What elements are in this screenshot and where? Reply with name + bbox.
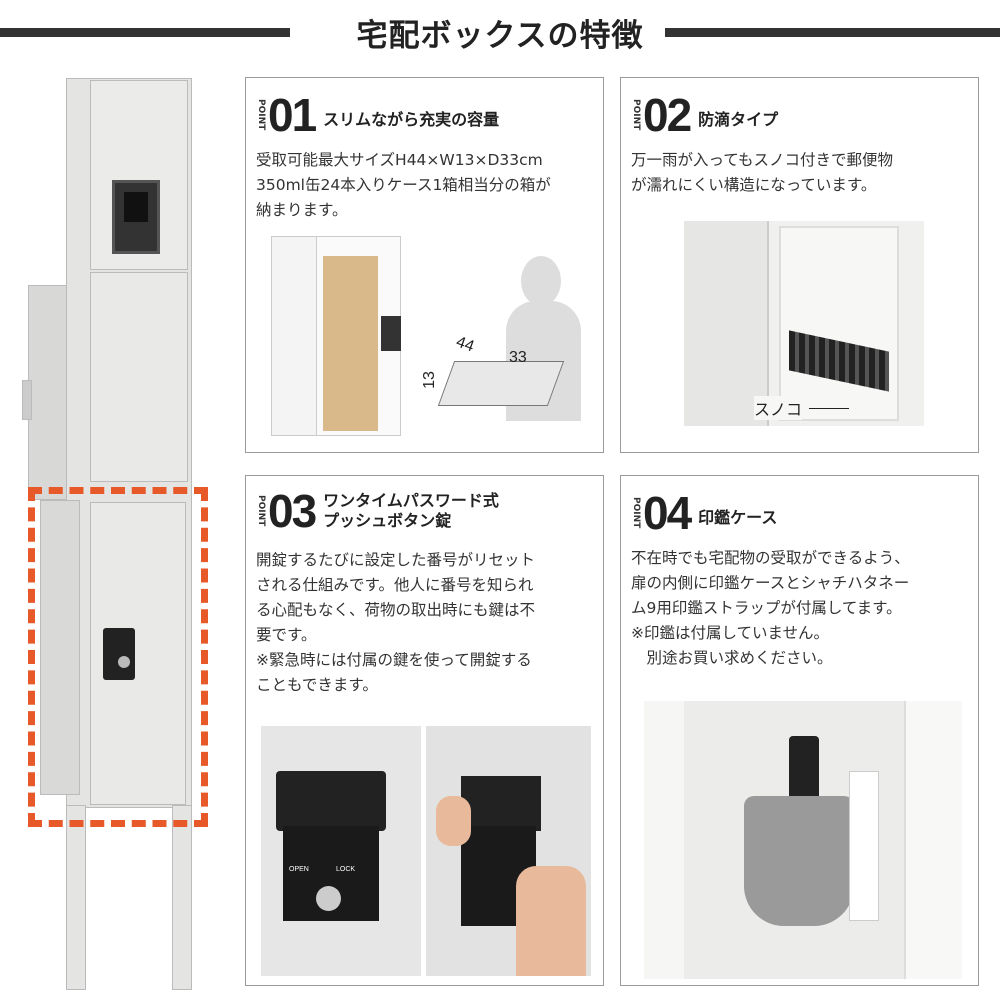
lock-image: OPEN LOCK [261, 726, 421, 976]
point-title: ワンタイムパスワード式 プッシュボタン錠 [323, 491, 499, 530]
point-label: POINT [631, 497, 641, 529]
lock-open-label: OPEN [289, 866, 309, 873]
point-body: 万一雨が入ってもスノコ付きで郵便物 が濡れにくい構造になっています。 [631, 151, 893, 194]
dim-height: 13 [420, 371, 438, 389]
point-title: 防滴タイプ [698, 110, 779, 129]
point-title: 印鑑ケース [698, 508, 778, 527]
point-card-02: POINT 02 防滴タイプ 万一雨が入ってもスノコ付きで郵便物 が濡れにくい構… [620, 77, 979, 453]
point-label: POINT [256, 495, 266, 527]
point-number: 03 [268, 485, 317, 537]
dim-depth: 33 [509, 349, 527, 366]
lock-lock-label: LOCK [336, 866, 356, 873]
point-number: 04 [643, 487, 692, 539]
point-body: 不在時でも宅配物の受取ができるよう、 扉の内側に印鑑ケースとシャチハタネー ム9… [631, 549, 910, 667]
title-rule-left [0, 28, 290, 37]
highlight-frame [28, 487, 208, 827]
point-title: スリムながら充実の容量 [323, 110, 500, 129]
point-body: 開錠するたびに設定した番号がリセット される仕組みです。他人に番号を知られ る心… [256, 551, 536, 694]
page-title: 宅配ボックスの特徴 [356, 18, 644, 54]
capacity-image: 44 33 13 [261, 231, 591, 446]
point-card-04: POINT 04 印鑑ケース 不在時でも宅配物の受取ができるよう、 扉の内側に印… [620, 475, 979, 986]
point-card-03: POINT 03 ワンタイムパスワード式 プッシュボタン錠 開錠するたびに設定し… [245, 475, 604, 986]
title-rule-right [665, 28, 1000, 37]
dim-width: 44 [453, 333, 477, 356]
point-label: POINT [631, 99, 641, 131]
point-number: 02 [643, 89, 692, 141]
drainboard-image: スノコ [684, 221, 924, 426]
point-label: POINT [256, 99, 266, 131]
point-number: 01 [268, 89, 317, 141]
drainboard-callout: スノコ [754, 396, 803, 420]
point-card-01: POINT 01 スリムながら充実の容量 受取可能最大サイズH44×W13×D3… [245, 77, 604, 453]
keypad-image [426, 726, 591, 976]
point-body: 受取可能最大サイズH44×W13×D33cm 350ml缶24本入りケース1箱相… [256, 151, 551, 219]
seal-case-image [644, 701, 962, 979]
